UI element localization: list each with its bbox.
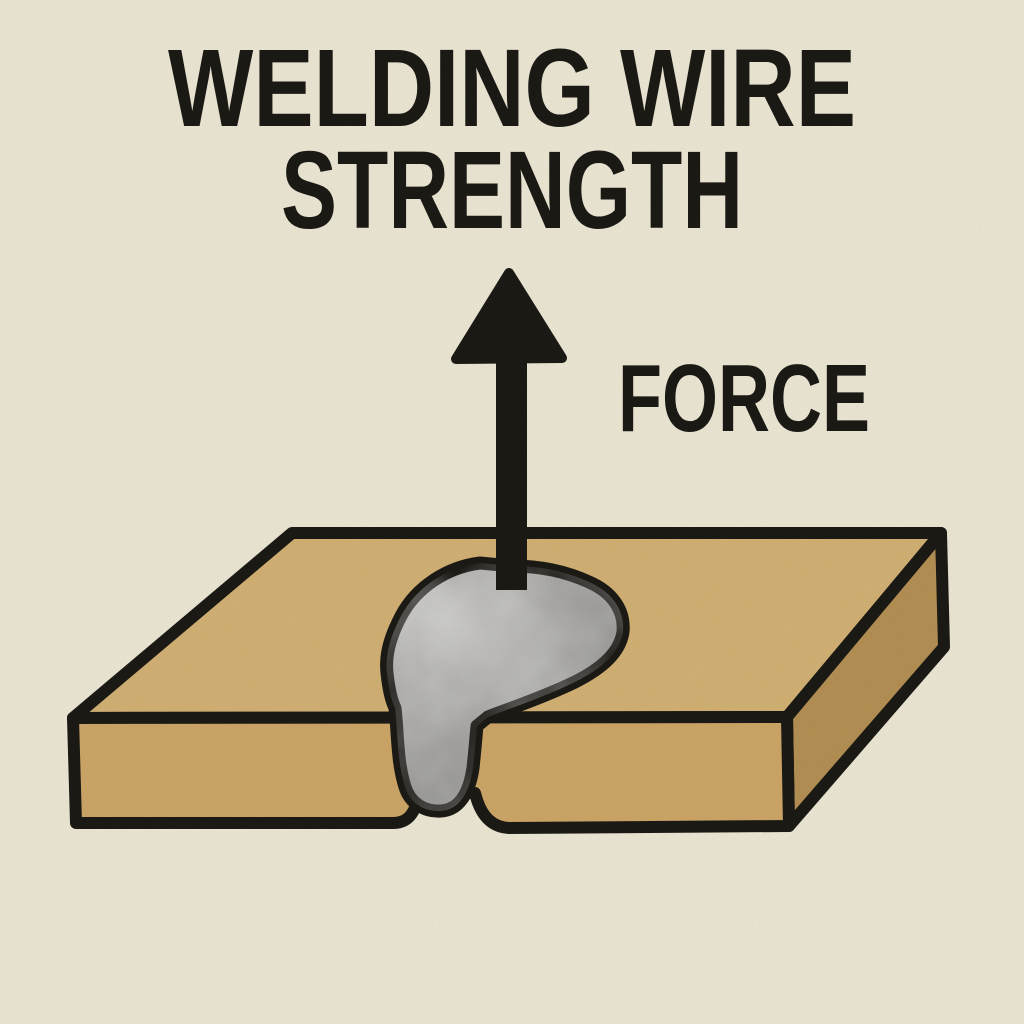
illustration-canvas: WELDING WIRE STRENGTH FORCE [0,0,1024,1024]
paper-texture [0,0,1024,1024]
welding-diagram: WELDING WIRE STRENGTH FORCE [0,0,1024,1024]
